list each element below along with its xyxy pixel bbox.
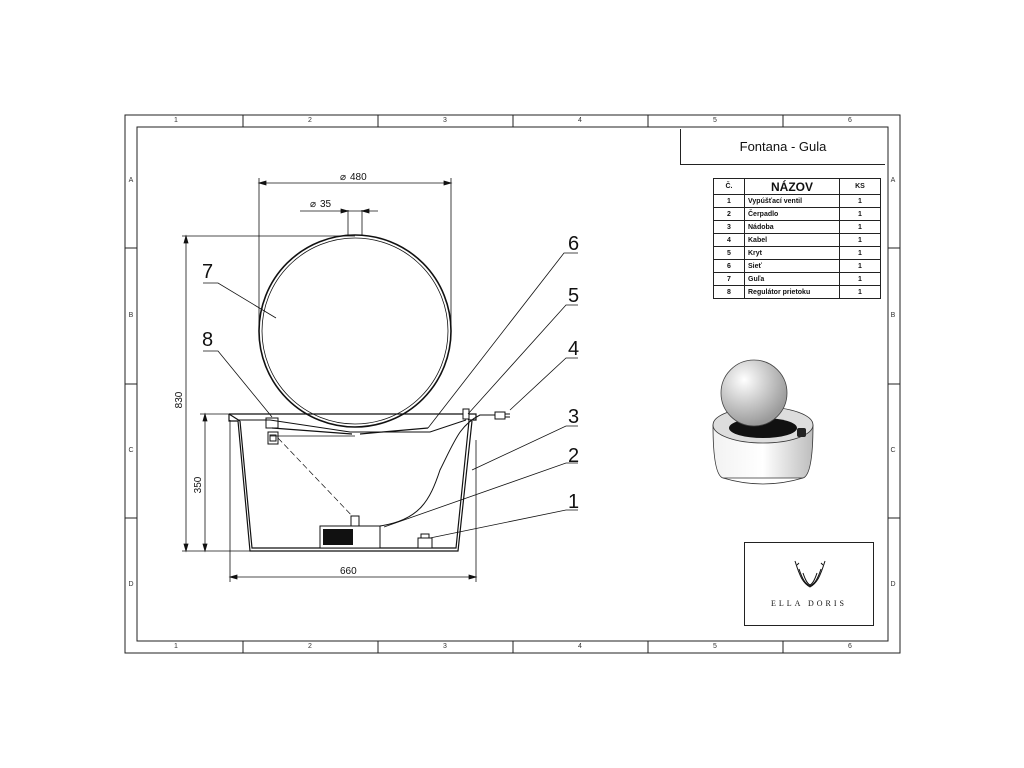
water-hose — [277, 437, 357, 521]
zone-row-c-right: C — [890, 447, 896, 454]
dimension-sphere-diameter: 480 — [350, 172, 367, 183]
callout-5: 5 — [568, 285, 579, 307]
zone-row-a-right: A — [890, 177, 896, 184]
zone-row-b-right: B — [890, 312, 896, 319]
leader-lines — [203, 252, 578, 539]
zone-ticks — [125, 115, 900, 653]
zone-col-2-top: 2 — [308, 117, 312, 124]
bom-cell-name: Kryt — [744, 246, 840, 260]
bom-cell-count: 1 — [839, 272, 881, 286]
bom-cell-name: Vypúšťací ventil — [744, 194, 840, 208]
dimension-total-height — [182, 234, 355, 553]
title-block: Fontana - Gula — [680, 129, 885, 165]
bom-cell-number: 2 — [713, 207, 745, 221]
zone-row-a-left: A — [128, 177, 134, 184]
cable — [379, 414, 498, 527]
bom-cell-count: 1 — [839, 220, 881, 234]
bom-cell-number: 7 — [713, 272, 745, 286]
callout-7: 7 — [202, 261, 213, 283]
sphere — [258, 234, 452, 428]
callout-1: 1 — [568, 491, 579, 513]
zone-col-4-top: 4 — [578, 117, 582, 124]
isometric-preview — [712, 359, 814, 485]
bom-cell-name: Nádoba — [744, 220, 840, 234]
bom-cell-number: 6 — [713, 259, 745, 273]
bom-cell-number: 3 — [713, 220, 745, 234]
dim-symbol-2: ⌀ — [310, 199, 316, 210]
brand-name: ELLA DORIS — [771, 599, 847, 608]
zone-col-5-bottom: 5 — [713, 643, 717, 650]
zone-row-d-right: D — [890, 581, 896, 588]
bom-header-number: Č. — [713, 178, 745, 195]
zone-col-3-bottom: 3 — [443, 643, 447, 650]
dimension-total-height-label: 830 — [174, 391, 185, 408]
bom-cell-count: 1 — [839, 285, 881, 299]
zone-row-d-left: D — [128, 581, 134, 588]
zone-col-2-bottom: 2 — [308, 643, 312, 650]
sphere-inner — [261, 237, 449, 425]
bom-header-count: KS — [839, 178, 881, 195]
zone-col-5-top: 5 — [713, 117, 717, 124]
logo-block: ELLA DORIS — [744, 542, 874, 626]
dim-symbol-1: ⌀ — [340, 172, 346, 183]
zone-col-4-bottom: 4 — [578, 643, 582, 650]
zone-col-6-bottom: 6 — [848, 643, 852, 650]
zone-col-1-top: 1 — [174, 117, 178, 124]
bom-header-name: NÁZOV — [744, 178, 840, 195]
bom-header-row: Č. NÁZOV KS — [713, 178, 881, 195]
zone-row-b-left: B — [128, 312, 134, 319]
bom-cell-count: 1 — [839, 194, 881, 208]
dimension-bowl-width-label: 660 — [340, 566, 357, 577]
callout-3: 3 — [568, 406, 579, 428]
bom-cell-name: Sieť — [744, 259, 840, 273]
bom-cell-count: 1 — [839, 246, 881, 260]
zone-row-c-left: C — [128, 447, 134, 454]
bom-cell-number: 8 — [713, 285, 745, 299]
plug — [494, 411, 510, 420]
bom-cell-name: Čerpadlo — [744, 207, 840, 221]
dimension-bowl-height — [200, 412, 230, 553]
callout-4: 4 — [568, 338, 579, 360]
callout-6: 6 — [568, 233, 579, 255]
bom-cell-number: 4 — [713, 233, 745, 247]
bom-cell-name: Guľa — [744, 272, 840, 286]
callout-8: 8 — [202, 329, 213, 351]
bom-cell-name: Kabel — [744, 233, 840, 247]
logo-mark-icon — [794, 560, 826, 588]
dimension-pipe-diameter: 35 — [320, 199, 332, 210]
bom-cell-number: 1 — [713, 194, 745, 208]
pump — [319, 515, 381, 549]
dimension-bowl-width — [228, 420, 478, 582]
drain-valve — [417, 533, 433, 549]
dimension-sphere — [257, 178, 453, 330]
bom-cell-count: 1 — [839, 233, 881, 247]
zone-col-3-top: 3 — [443, 117, 447, 124]
net — [462, 408, 470, 420]
callout-2: 2 — [568, 445, 579, 467]
drawing-title: Fontana - Gula — [739, 139, 827, 154]
bom-cell-count: 1 — [839, 207, 881, 221]
bom-cell-number: 5 — [713, 246, 745, 260]
dimension-pipe — [300, 208, 378, 214]
bom-cell-name: Regulátor prietoku — [744, 285, 840, 299]
zone-col-1-bottom: 1 — [174, 643, 178, 650]
bom-cell-count: 1 — [839, 259, 881, 273]
dimension-bowl-height-label: 350 — [193, 476, 204, 493]
zone-col-6-top: 6 — [848, 117, 852, 124]
flow-regulator — [265, 417, 279, 445]
